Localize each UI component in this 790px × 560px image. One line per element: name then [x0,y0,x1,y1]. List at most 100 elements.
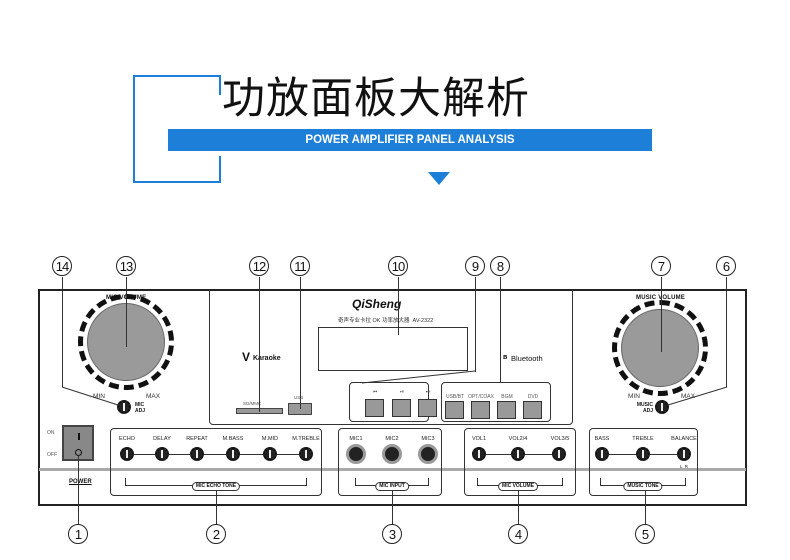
callout-1: 1 [68,524,88,544]
leader-line-11 [300,277,301,409]
knob-label-vol3-5: VOL3/5 [550,436,570,442]
callout-12: 12 [249,256,269,276]
music-volume-label: MUSIC VOLUME [636,295,686,301]
leader-line-13 [126,277,127,347]
leader-line-8 [500,277,501,382]
mic-volume-group [464,428,576,496]
knob-label-echo: ECHO [119,436,135,442]
karaoke-mic-icon: V [242,350,251,364]
transport-button-group [349,382,429,422]
leader-line-3 [392,490,393,525]
next-button[interactable] [418,399,437,417]
leader-line-2 [216,490,217,525]
source-label-usb-bt: USB/BT [445,394,465,400]
leader-line-14-diagonal [61,386,119,406]
jack-label-mic1: MIC1 [349,436,363,442]
callout-2: 2 [206,524,226,544]
usb-port-label: USB [294,395,304,400]
knob-connector-line [127,454,307,455]
balance-knob[interactable] [677,447,691,461]
page-title: 功放面板大解析 [222,74,530,124]
power-on-label: ON [47,430,55,436]
bass-knob[interactable] [595,447,609,461]
callout-9: 9 [465,256,485,276]
leader-line-10 [398,277,399,335]
m-treble-knob[interactable] [299,447,313,461]
brand-logo: QiSheng [352,297,402,311]
callout-3: 3 [382,524,402,544]
m-bass-knob[interactable] [226,447,240,461]
source-label-bgm: BGM [501,394,513,400]
knob-label-bass: BASS [594,436,610,442]
play-pause-icon: ⏯ [399,389,405,395]
callout-13: 13 [116,256,136,276]
vol3-5-knob[interactable] [552,447,566,461]
knob-label-vol1: VOL1 [471,436,487,442]
callout-7: 7 [651,256,671,276]
mic-adj-knob[interactable] [117,400,131,414]
delay-knob[interactable] [155,447,169,461]
knob-label-m-mid: M.MID [261,436,279,442]
leader-line-4 [518,490,519,525]
balance-lr-label: L R [679,464,689,469]
vol1-knob[interactable] [472,447,486,461]
prev-button[interactable] [365,399,384,417]
repeat-knob[interactable] [190,447,204,461]
knob-label-treble: TREBLE [632,436,654,442]
callout-6: 6 [716,256,736,276]
bluetooth-icon: ʙ [503,354,508,361]
panel-divider-band [39,468,746,471]
header-bracket-right-bottom [219,156,221,183]
knob-label-m-treble: M.TREBLE [292,436,320,442]
music-adj-knob[interactable] [655,400,669,414]
knob-label-vol2-4: VOL2/4 [508,436,528,442]
center-display-section [209,289,573,425]
jack-label-mic2: MIC2 [385,436,399,442]
subtitle-banner: POWER AMPLIFIER PANEL ANALYSIS [168,129,652,151]
callout-10: 10 [388,256,408,276]
music-volume-scale-ring [612,300,708,396]
lcd-display [318,327,468,371]
knob-label-m-bass: M.BASS [222,436,244,442]
usb-bt-button[interactable] [445,401,464,419]
leader-line-12 [259,277,260,412]
bgm-button[interactable] [497,401,516,419]
mic-adj-label: MIC ADJ [135,402,146,414]
mic2-jack[interactable] [382,444,402,464]
music-tone-title: MUSIC TONE [623,482,663,491]
knob-label-balance: BALANCE [671,436,697,442]
callout-4: 4 [508,524,528,544]
leader-line-9 [475,277,476,372]
treble-knob[interactable] [636,447,650,461]
leader-line-6-diagonal [667,386,728,406]
leader-line-5 [645,490,646,525]
leader-line-7 [661,277,662,352]
mic3-jack[interactable] [418,444,438,464]
music-volume-knob[interactable] [621,309,699,387]
jack-label-mic3: MIC3 [421,436,435,442]
callout-8: 8 [490,256,510,276]
header-bracket [133,75,221,183]
mic1-jack[interactable] [346,444,366,464]
model-line: 奇声专业卡拉 OK 功率放大器 AV-2322 [338,318,434,324]
callout-11: 11 [290,256,310,276]
source-label-opt-coax: OPT/COAX [468,394,494,400]
power-label: POWER [69,479,92,485]
prev-icon: ⏮ [372,389,378,395]
music-adj-label: MUSIC ADJ [636,402,653,414]
vol2-4-knob[interactable] [511,447,525,461]
play-pause-button[interactable] [392,399,411,417]
mic-input-group [338,428,442,496]
dvd-button[interactable] [523,401,542,419]
echo-knob[interactable] [120,447,134,461]
music-tone-group [589,428,698,496]
knob-label-repeat: REPEAT [186,436,208,442]
leader-line-6 [726,277,727,387]
m-mid-knob[interactable] [263,447,277,461]
power-off-label: OFF [47,452,57,458]
opt-coax-button[interactable] [471,401,490,419]
callout-5: 5 [635,524,655,544]
music-min-label: MIN [628,393,640,400]
mic-max-label: MAX [146,393,161,400]
leader-line-14 [62,277,63,387]
